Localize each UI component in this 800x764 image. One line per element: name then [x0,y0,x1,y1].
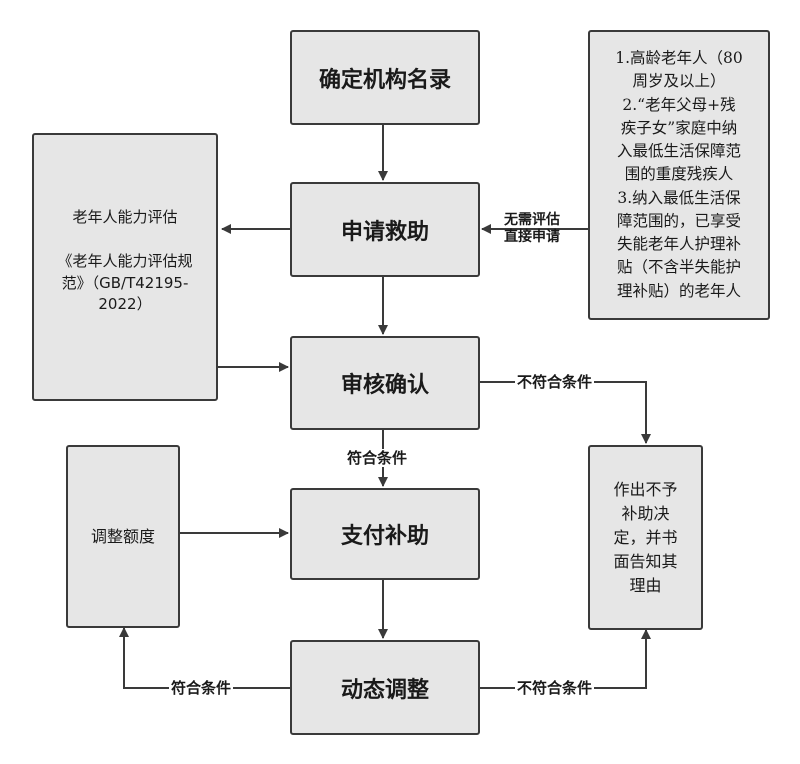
reject-line-3: 定，并书 [613,527,678,547]
reject-line-4: 面告知其 [613,551,678,571]
node-review-confirm: 审核确认 [290,336,480,430]
label-eligible-review: 符合条件 [345,449,410,467]
node-apply-aid: 申请救助 [290,182,480,277]
criteria-line-8: 障范围的，已享受 [616,211,741,230]
node-define-list: 确定机构名录 [290,30,480,125]
edge-review-to-reject [480,381,651,444]
label-no-assessment-line-2: 直接申请 [504,228,560,245]
criteria-line-11: 理补贴）的老年人 [616,281,741,300]
reject-line-1: 作出不予 [613,479,678,499]
node-adjust-amount: 调整额度 [66,445,180,628]
node-dynamic-adjust-label: 动态调整 [340,677,429,703]
node-assessment: 老年人能力评估 《老年人能力评估规 范》（GB/T42195- 2022） [32,133,218,401]
criteria-line-2: 周岁及以上） [632,72,726,91]
criteria-line-7: 3.纳入最低生活保 [617,188,741,207]
edge-adjust-to-amount [119,627,290,689]
label-not-eligible-adjust: 不符合条件 [515,679,595,697]
reject-line-5: 理由 [629,575,662,595]
label-eligible-adjust: 符合条件 [169,679,234,697]
label-no-assessment-line-1: 无需评估 [504,212,560,228]
reject-line-2: 补助决 [621,503,670,523]
node-assessment-title: 老年人能力评估 [72,208,178,226]
criteria-line-4: 疾子女”家庭中纳 [620,118,738,137]
criteria-line-9: 失能老年人护理补 [616,235,741,254]
node-apply-aid-label: 申请救助 [340,219,429,245]
node-adjust-amount-label: 调整额度 [90,526,155,546]
node-dynamic-adjust: 动态调整 [290,640,480,735]
node-review-confirm-label: 审核确认 [340,373,429,398]
label-no-assessment: 无需评估 直接申请 [502,212,562,246]
node-pay-subsidy-label: 支付补助 [340,524,429,549]
node-reject-decision: 作出不予 补助决 定，并书 面告知其 理由 [588,445,703,630]
node-define-list-label: 确定机构名录 [318,67,451,93]
criteria-line-5: 入最低生活保障范 [616,142,741,161]
node-assessment-standard: 《老年人能力评估规 范》（GB/T42195- 2022） [57,251,192,316]
label-not-eligible-review: 不符合条件 [515,373,595,391]
node-criteria: 1.高龄老年人（80 周岁及以上） 2.“老年父母+残 疾子女”家庭中纳 入最低… [588,30,770,320]
node-pay-subsidy: 支付补助 [290,488,480,580]
criteria-line-10: 贴（不含半失能护 [616,258,741,277]
criteria-line-6: 围的重度残疾人 [624,165,734,184]
criteria-line-1: 1.高龄老年人（80 [615,49,743,68]
assessment-standard-line-2: 范》（GB/T42195- [61,273,189,292]
assessment-standard-line-3: 2022） [98,295,152,314]
assessment-standard-line-1: 《老年人能力评估规 [57,251,193,270]
criteria-line-3: 2.“老年父母+残 [622,95,736,114]
